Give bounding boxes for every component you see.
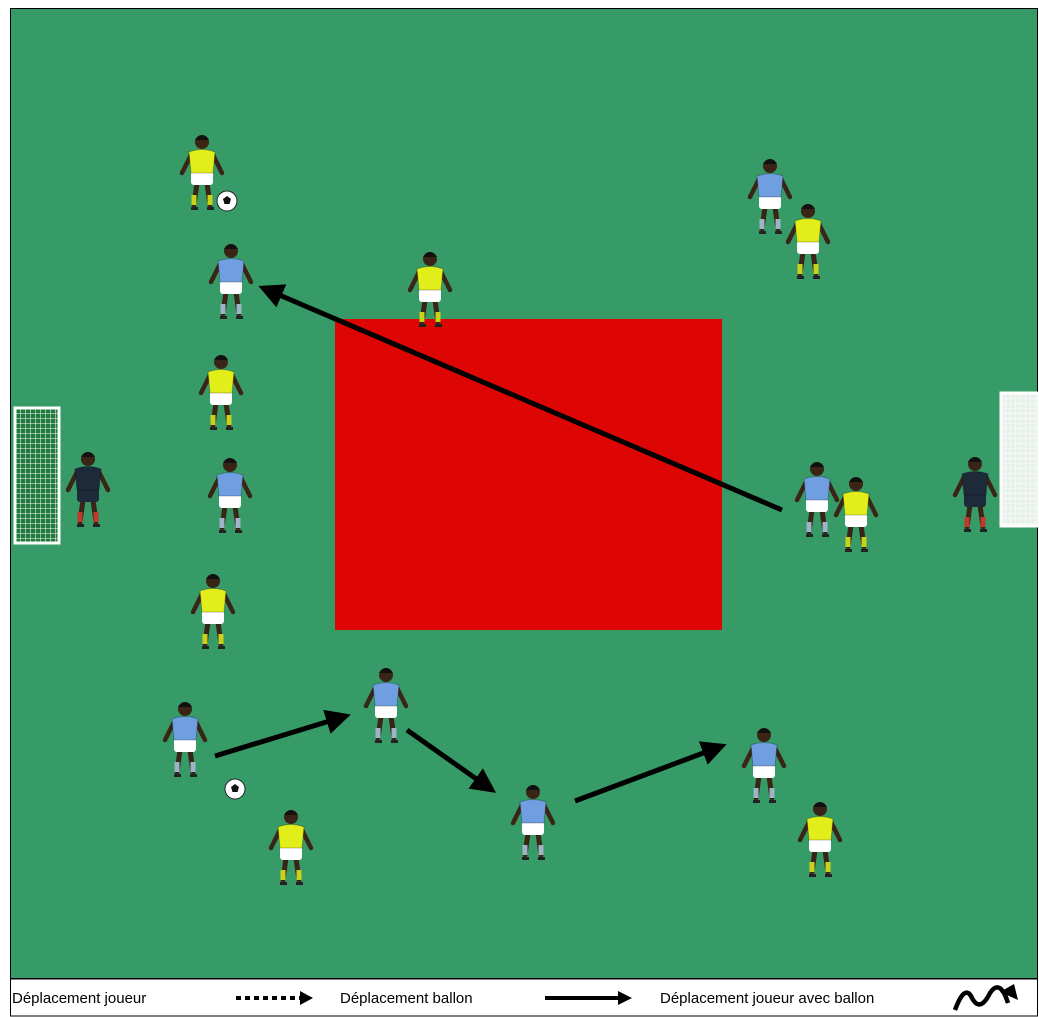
legend: Déplacement joueur Déplacement ballon Dé…	[11, 979, 1038, 1016]
central-zone	[335, 319, 722, 630]
diagram-frame: Déplacement joueur Déplacement ballon Dé…	[10, 8, 1039, 1017]
ball	[217, 191, 237, 211]
legend-player-move-label: Déplacement joueur	[12, 990, 146, 1007]
ball	[225, 779, 245, 799]
legend-ball-move-label: Déplacement ballon	[340, 990, 473, 1007]
legend-player-with-ball-label: Déplacement joueur avec ballon	[660, 990, 874, 1007]
tactics-board: Déplacement joueur Déplacement ballon Dé…	[10, 8, 1039, 1017]
right-goal	[1001, 393, 1039, 526]
left-goal	[15, 408, 59, 543]
